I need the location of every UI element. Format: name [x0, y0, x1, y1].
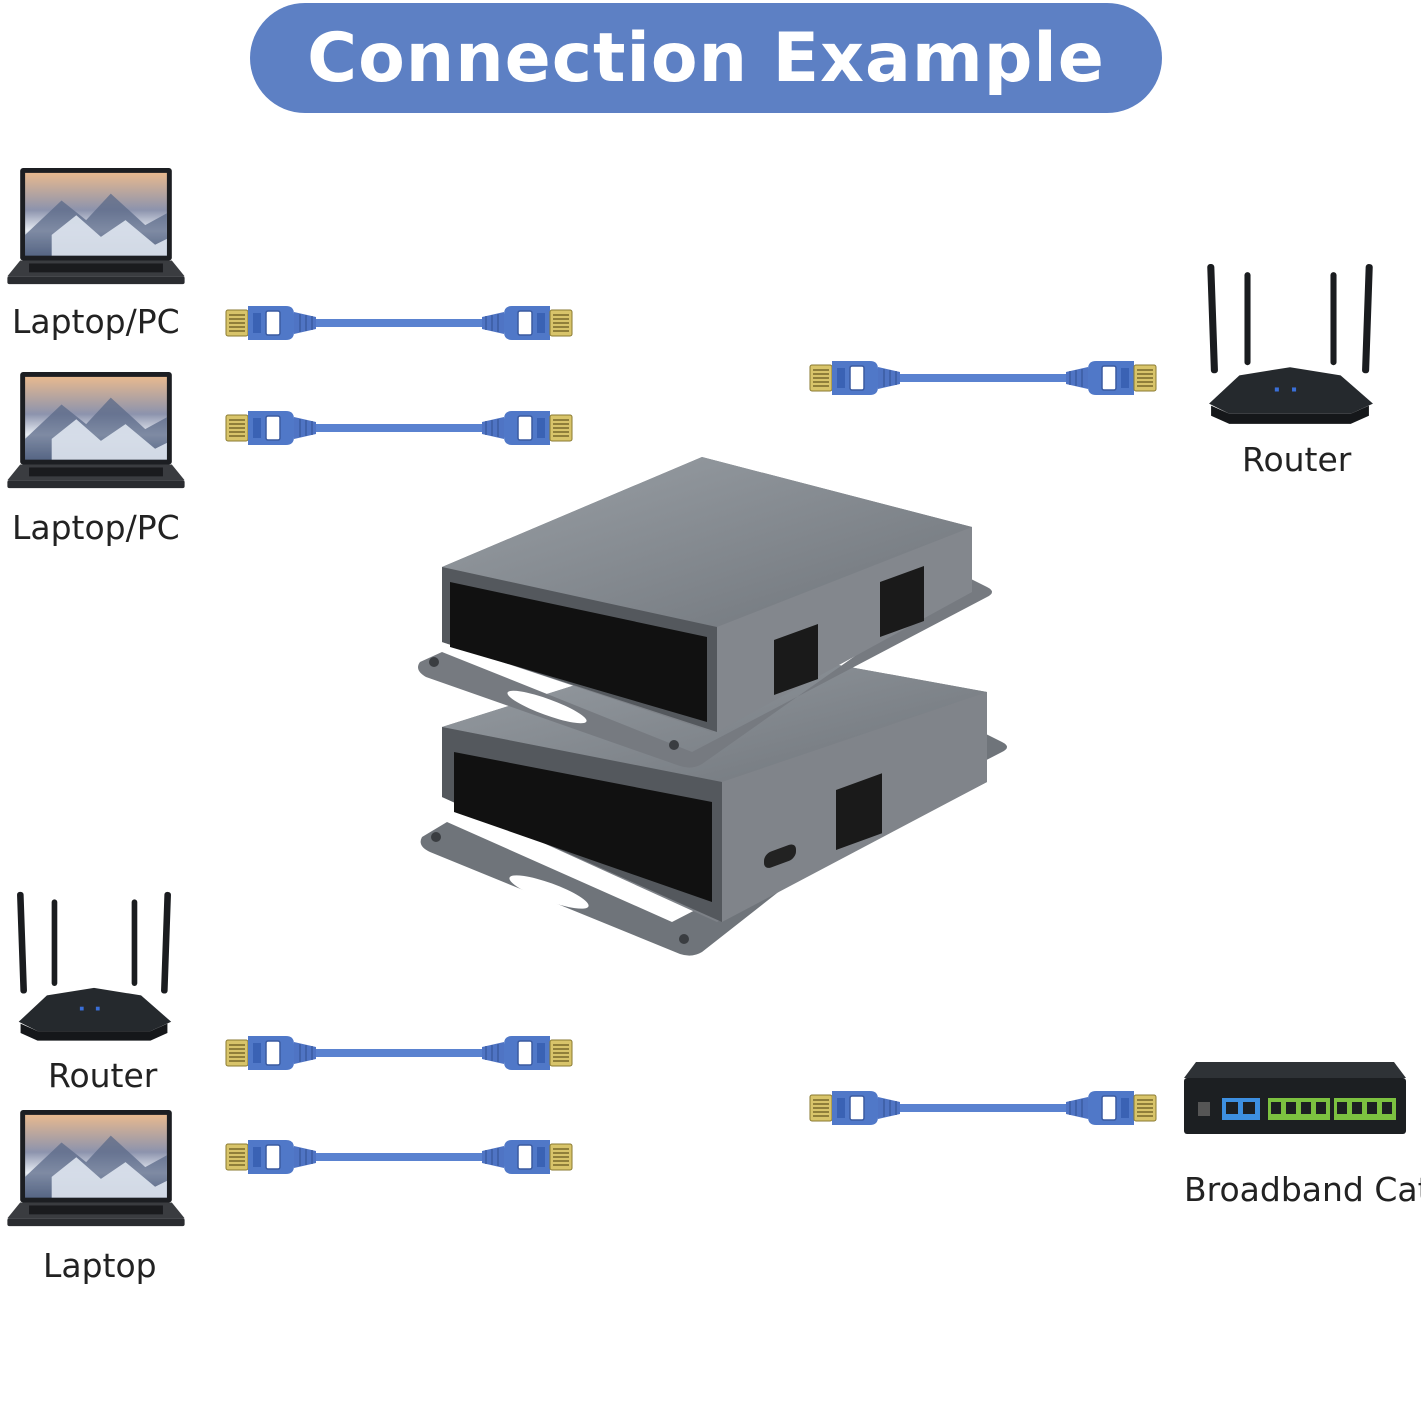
router-right-label: Router: [1242, 440, 1352, 479]
cable-router-right: [808, 355, 1158, 401]
laptop-2: [5, 370, 187, 498]
router-left: [6, 890, 182, 1050]
ethernet-cable-icon: [224, 405, 574, 451]
router-left-label: Router: [48, 1056, 158, 1095]
ethernet-splitter-icon: [418, 457, 1008, 956]
cable-laptop-1: [224, 300, 574, 346]
cable-laptop-2: [224, 405, 574, 451]
modem-icon: [1184, 1062, 1406, 1134]
laptop-1: [5, 166, 187, 294]
page-title: Connection Example: [307, 18, 1105, 98]
ethernet-cable-icon: [224, 1030, 574, 1076]
laptop-icon: [5, 370, 187, 498]
laptop-3-label: Laptop: [43, 1246, 157, 1285]
cable-laptop-3: [224, 1134, 574, 1180]
laptop-icon: [5, 166, 187, 294]
ethernet-cable-icon: [224, 1134, 574, 1180]
router-right: [1195, 262, 1385, 434]
router-icon: [1195, 262, 1385, 434]
laptop-3: [5, 1108, 187, 1236]
ethernet-splitter-pair: [412, 452, 1012, 962]
laptop-icon: [5, 1108, 187, 1236]
broadband-label: Broadband Cat: [1184, 1170, 1421, 1209]
router-icon: [6, 890, 182, 1050]
ethernet-cable-icon: [808, 355, 1158, 401]
title-banner: Connection Example: [250, 3, 1162, 113]
cable-broadband: [808, 1085, 1158, 1131]
ethernet-cable-icon: [808, 1085, 1158, 1131]
ethernet-cable-icon: [224, 300, 574, 346]
broadband-modem: [1182, 1058, 1408, 1142]
laptop-1-label: Laptop/PC: [12, 302, 180, 341]
laptop-2-label: Laptop/PC: [12, 508, 180, 547]
cable-router-left: [224, 1030, 574, 1076]
